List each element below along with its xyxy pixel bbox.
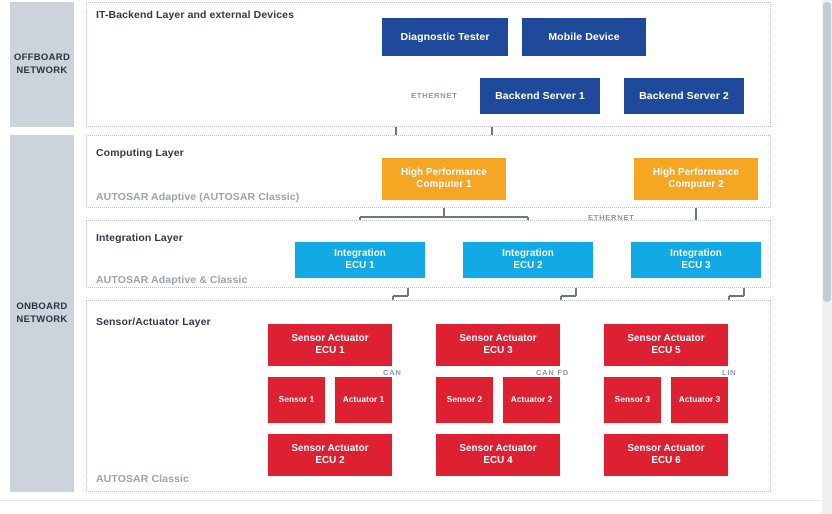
node-hpc1-line1: High Performance	[401, 167, 487, 179]
node-actuator-3[interactable]: Actuator 3	[671, 377, 728, 423]
node-sensor-actuator-ecu-2[interactable]: Sensor Actuator ECU 2	[268, 434, 392, 476]
rail-offboard-network: OFFBOARD NETWORK	[10, 2, 74, 127]
bus-label-ethernet-mid: ETHERNET	[588, 213, 635, 222]
node-sa-ecu3-line1: Sensor Actuator	[459, 333, 537, 345]
node-hpc2-line2: Computer 2	[668, 179, 724, 190]
node-sensor-3-label: Sensor 3	[614, 395, 651, 404]
subtitle-sensor-actuator-layer: AUTOSAR Classic	[96, 473, 189, 485]
node-sa-ecu6-line1: Sensor Actuator	[627, 443, 705, 455]
bus-label-can: CAN	[383, 368, 402, 377]
node-sa-ecu3-line2: ECU 3	[483, 345, 513, 356]
rail-onboard-label: ONBOARD NETWORK	[16, 301, 67, 327]
node-int-ecu3-line2: ECU 3	[681, 260, 711, 271]
subtitle-integration-layer: AUTOSAR Adaptive & Classic	[96, 274, 248, 286]
node-actuator-2-label: Actuator 2	[510, 395, 553, 404]
rail-onboard-network: ONBOARD NETWORK	[10, 135, 74, 492]
node-int-ecu1-line2: ECU 1	[345, 260, 375, 271]
node-backend-server-2[interactable]: Backend Server 2	[624, 78, 744, 114]
node-sa-ecu4-line1: Sensor Actuator	[459, 443, 537, 455]
node-sensor-2[interactable]: Sensor 2	[436, 377, 493, 423]
node-sa-ecu5-line2: ECU 5	[651, 345, 681, 356]
node-actuator-3-label: Actuator 3	[678, 395, 721, 404]
node-sa-ecu1-line2: ECU 1	[315, 345, 345, 356]
node-sensor-actuator-ecu-5[interactable]: Sensor Actuator ECU 5	[604, 324, 728, 366]
node-high-performance-computer-2[interactable]: High Performance Computer 2	[634, 158, 758, 200]
bus-label-can-fd: CAN FD	[536, 368, 569, 377]
rail-offboard-label: OFFBOARD NETWORK	[14, 52, 70, 78]
node-actuator-2[interactable]: Actuator 2	[503, 377, 560, 423]
bus-label-ethernet-top: ETHERNET	[411, 91, 458, 100]
node-int-ecu2-line2: ECU 2	[513, 260, 543, 271]
node-diagnostic-tester[interactable]: Diagnostic Tester	[382, 18, 508, 56]
node-sensor-actuator-ecu-3[interactable]: Sensor Actuator ECU 3	[436, 324, 560, 366]
node-int-ecu2-line1: Integration	[502, 248, 554, 260]
title-integration-layer: Integration Layer	[96, 232, 183, 244]
vertical-scrollbar-thumb[interactable]	[823, 2, 831, 302]
node-mobile-device[interactable]: Mobile Device	[522, 18, 646, 56]
node-sa-ecu1-line1: Sensor Actuator	[291, 333, 369, 345]
node-sensor-actuator-ecu-4[interactable]: Sensor Actuator ECU 4	[436, 434, 560, 476]
node-sa-ecu4-line2: ECU 4	[483, 455, 513, 466]
rail-onboard-line1: ONBOARD	[16, 300, 68, 312]
node-sensor-1[interactable]: Sensor 1	[268, 377, 325, 423]
content-divider	[0, 500, 822, 501]
node-int-ecu3-line1: Integration	[670, 248, 722, 260]
title-it-backend-layer: IT-Backend Layer and external Devices	[96, 9, 295, 21]
title-computing-layer: Computing Layer	[96, 147, 184, 159]
node-backend-server-1[interactable]: Backend Server 1	[480, 78, 600, 114]
node-sa-ecu2-line1: Sensor Actuator	[291, 443, 369, 455]
rail-offboard-line1: OFFBOARD	[13, 51, 71, 63]
node-integration-ecu-3[interactable]: Integration ECU 3	[631, 242, 761, 278]
node-backend-server-2-label: Backend Server 2	[639, 89, 729, 102]
bus-label-lin: LIN	[722, 368, 737, 377]
node-high-performance-computer-1[interactable]: High Performance Computer 1	[382, 158, 506, 200]
node-sensor-1-label: Sensor 1	[278, 395, 315, 404]
node-int-ecu1-line1: Integration	[334, 248, 386, 260]
node-integration-ecu-1[interactable]: Integration ECU 1	[295, 242, 425, 278]
rail-offboard-line2: NETWORK	[16, 64, 68, 76]
node-sa-ecu5-line1: Sensor Actuator	[627, 333, 705, 345]
node-sensor-actuator-ecu-6[interactable]: Sensor Actuator ECU 6	[604, 434, 728, 476]
node-sa-ecu2-line2: ECU 2	[315, 455, 345, 466]
node-hpc2-line1: High Performance	[653, 167, 739, 179]
node-sa-ecu6-line2: ECU 6	[651, 455, 681, 466]
node-sensor-3[interactable]: Sensor 3	[604, 377, 661, 423]
subtitle-computing-layer: AUTOSAR Adaptive (AUTOSAR Classic)	[96, 191, 300, 203]
node-actuator-1[interactable]: Actuator 1	[335, 377, 392, 423]
node-diagnostic-tester-label: Diagnostic Tester	[400, 30, 490, 43]
node-backend-server-1-label: Backend Server 1	[495, 89, 585, 102]
node-mobile-device-label: Mobile Device	[548, 30, 620, 43]
node-sensor-actuator-ecu-1[interactable]: Sensor Actuator ECU 1	[268, 324, 392, 366]
node-actuator-1-label: Actuator 1	[342, 395, 385, 404]
title-sensor-actuator-layer: Sensor/Actuator Layer	[96, 316, 211, 328]
node-sensor-2-label: Sensor 2	[446, 395, 483, 404]
rail-onboard-line2: NETWORK	[16, 313, 68, 325]
node-integration-ecu-2[interactable]: Integration ECU 2	[463, 242, 593, 278]
node-hpc1-line2: Computer 1	[416, 179, 472, 190]
